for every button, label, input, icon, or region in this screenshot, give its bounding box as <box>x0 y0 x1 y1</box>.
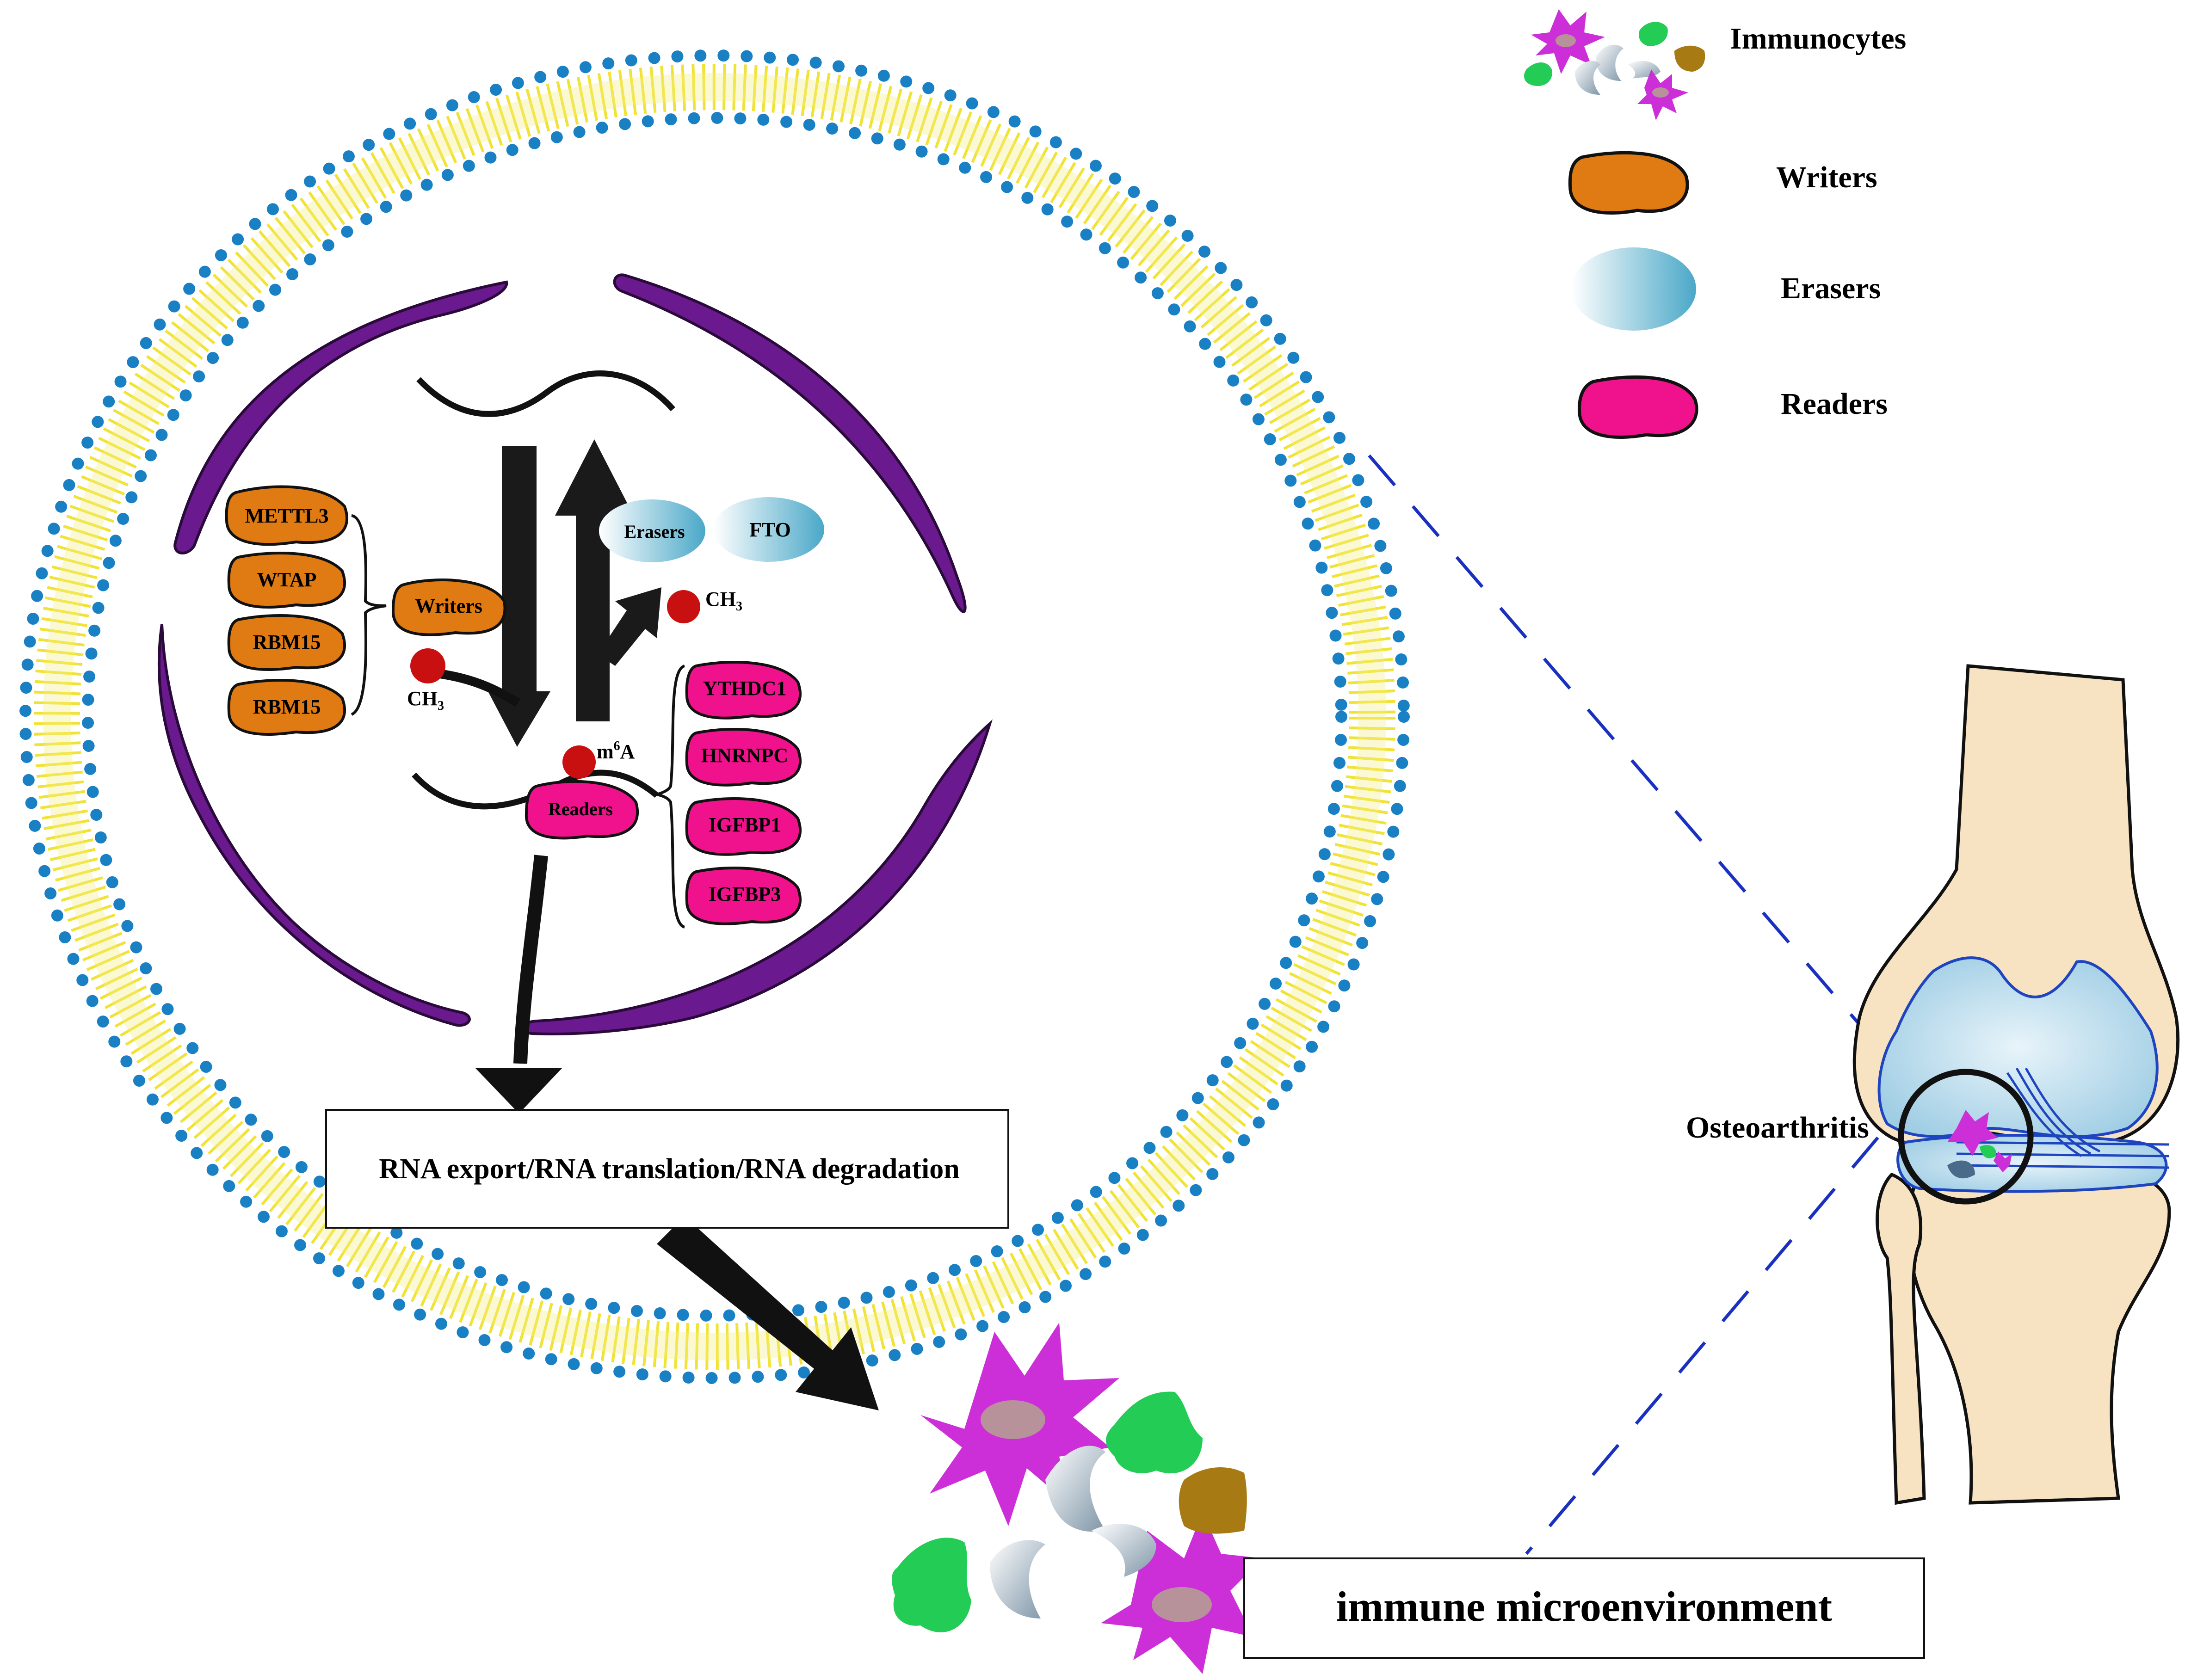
eraser-complex-label: Erasers <box>624 521 685 542</box>
grey-cell <box>1045 1446 1105 1532</box>
reader-protein: IGFBP1 <box>685 797 802 856</box>
eraser-methyl-dot <box>667 590 700 623</box>
eraser-protein: FTO <box>713 497 824 562</box>
writer-protein: WTAP <box>227 552 346 609</box>
readers-brace <box>656 665 685 929</box>
readers-group: YTHDC1 HNRNPC IGFBP1 IGFBP3 Readers m6A <box>525 661 802 929</box>
membrane-inner-heads <box>82 112 1347 1322</box>
legend-readers-icon <box>1578 375 1698 439</box>
writer-ch3-label: CH3 <box>407 687 444 713</box>
legend-erasers-icon <box>1571 247 1696 331</box>
legend-writers-label: Writers <box>1776 160 1877 194</box>
writers-group: METTL3 WTAP RBM15 RBM15 Writers CH3 <box>225 485 506 736</box>
rna-strand-top <box>416 370 675 417</box>
readers-complex-label: Readers <box>548 799 613 819</box>
grey-cell <box>990 1540 1045 1618</box>
eraser-label-0: FTO <box>749 518 791 541</box>
brown-cell <box>1179 1467 1247 1534</box>
rna-outcome-box: RNA export/RNA translation/RNA degradati… <box>325 1109 1009 1229</box>
reader-label-3: IGFBP3 <box>709 883 781 905</box>
osteoarthritis-focus-circle <box>1898 1069 2034 1205</box>
legend-readers-label: Readers <box>1781 387 1888 421</box>
eraser-ch3-label: CH3 <box>705 588 742 614</box>
dendritic-cell <box>1101 1512 1263 1674</box>
reader-to-outcome-arrowhead <box>475 1068 562 1114</box>
arrow-down-methylation <box>488 446 550 747</box>
knee-joint <box>1852 664 2180 1505</box>
writer-methyl-dot <box>410 648 445 683</box>
membrane-outer-heads <box>19 49 1410 1384</box>
femoral-cartilage <box>1877 956 2159 1138</box>
immune-microenvironment-text: immune microenvironment <box>1336 1583 1833 1630</box>
writer-protein: METTL3 <box>225 485 348 546</box>
erasers-group: Erasers FTO CH3 <box>599 497 824 623</box>
readers-complex: Readers <box>525 780 639 840</box>
reader-label-0: YTHDC1 <box>703 677 787 700</box>
envelope-segment-top-right <box>613 273 967 613</box>
writer-protein: RBM15 <box>227 614 346 671</box>
reader-protein: HNRNPC <box>685 728 802 787</box>
membrane-tail-band <box>43 73 1386 1360</box>
immune-cell-cluster <box>892 1323 1263 1674</box>
green-cell <box>1106 1391 1203 1474</box>
writers-complex-label: Writers <box>415 595 482 617</box>
fibula <box>1876 1172 1926 1505</box>
dashed-connector-lower <box>1525 1136 1879 1555</box>
legend-erasers-label: Erasers <box>1781 271 1881 305</box>
legend-writers-icon <box>1568 151 1689 215</box>
reader-protein: YTHDC1 <box>685 661 802 720</box>
reader-protein: IGFBP3 <box>685 867 802 925</box>
rna-outcome-text: RNA export/RNA translation/RNA degradati… <box>379 1153 960 1185</box>
reader-to-outcome-arrow-shaft <box>513 855 548 1064</box>
writer-ch3-arrow <box>432 668 521 707</box>
writers-complex: Writers <box>391 578 506 636</box>
cell-membrane <box>19 49 1410 1384</box>
writer-label-0: METTL3 <box>245 505 329 527</box>
writer-protein: RBM15 <box>227 679 346 736</box>
writers-brace <box>351 514 387 716</box>
osteoarthritis-label: Osteoarthritis <box>1686 1111 1869 1145</box>
envelope-segment-left <box>157 624 471 1027</box>
writer-label-2: RBM15 <box>253 631 321 653</box>
outcome-to-immune-arrow <box>657 1216 879 1410</box>
writer-label-1: WTAP <box>257 568 317 591</box>
immune-microenvironment-box: immune microenvironment <box>1243 1557 1925 1659</box>
legend-immunocytes-icon <box>1524 9 1705 120</box>
grey-cell <box>1092 1524 1156 1577</box>
green-cell <box>892 1538 971 1632</box>
legend-immunocytes-label: Immunocytes <box>1730 22 1906 55</box>
dashed-connector-upper <box>1368 454 1875 1042</box>
legend: Immunocytes Writers Erasers Readers <box>1524 9 1906 439</box>
m6a-methyl-dot <box>562 745 596 779</box>
membrane-tails <box>34 64 1395 1370</box>
writer-label-3: RBM15 <box>253 695 321 718</box>
envelope-segment-top-left <box>173 280 508 554</box>
arrow-up-demethylation <box>555 439 634 721</box>
arrow-ch3-removal <box>598 587 661 666</box>
reader-label-2: IGFBP1 <box>709 813 781 836</box>
reader-label-1: HNRNPC <box>701 744 788 767</box>
tibia <box>1907 1162 2171 1505</box>
joint-immune-cells <box>1947 1110 2012 1179</box>
eraser-complex: Erasers <box>599 499 705 562</box>
dendritic-cell <box>920 1323 1119 1526</box>
m6a-label: m6A <box>597 739 635 763</box>
